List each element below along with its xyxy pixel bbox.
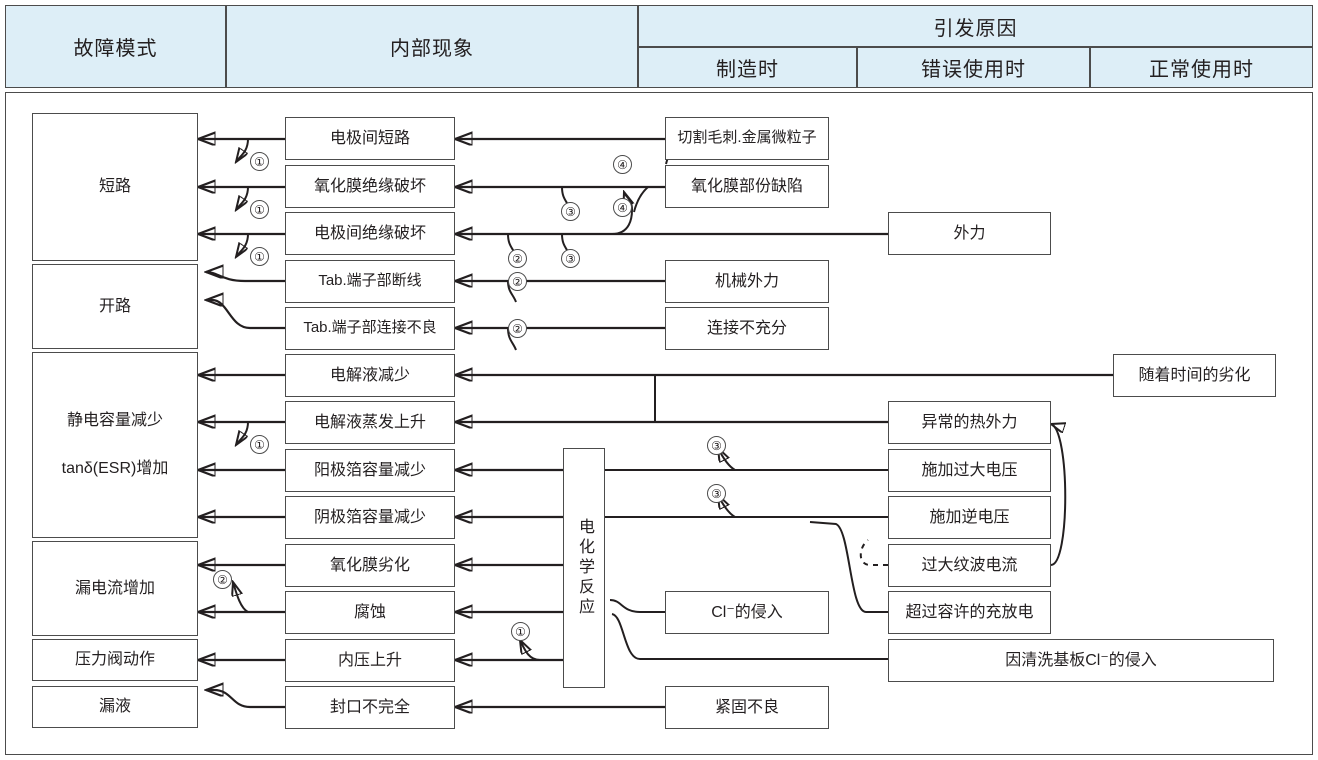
internal-box-electrode-short[interactable]: 电极间短路 xyxy=(285,117,455,160)
header-sub-misuse: 错误使用时 xyxy=(857,47,1090,88)
cause-box-insufficient-connection[interactable]: 连接不充分 xyxy=(665,307,829,350)
marker-3-oxide-insulation: ③ xyxy=(561,202,580,221)
internal-box-internal-pressure-rise[interactable]: 内压上升 xyxy=(285,639,455,682)
internal-box-interelectrode-insulation-breakdown[interactable]: 电极间绝缘破坏 xyxy=(285,212,455,255)
marker-4-oxide-defect: ④ xyxy=(613,198,632,217)
cause-box-overvoltage-applied[interactable]: 施加过大电压 xyxy=(888,449,1051,492)
internal-box-anode-foil-capacity-drop[interactable]: 阳极箔容量减少 xyxy=(285,449,455,492)
internal-box-corrosion[interactable]: 腐蚀 xyxy=(285,591,455,634)
fault-mode-box-liquid-leak[interactable]: 漏液 xyxy=(32,686,198,728)
marker-4-cutting-burr: ④ xyxy=(613,155,632,174)
marker-3-overvoltage: ③ xyxy=(707,436,726,455)
internal-box-electrolyte-evaporation[interactable]: 电解液蒸发上升 xyxy=(285,401,455,444)
fault-mode-box-capacitance-drop[interactable]: 静电容量减少 tanδ(ESR)增加 xyxy=(32,352,198,538)
marker-2-tab-connection: ② xyxy=(508,319,527,338)
cause-box-abnormal-thermal-force[interactable]: 异常的热外力 xyxy=(888,401,1051,444)
marker-1-electrolyte-evaporation: ① xyxy=(250,435,269,454)
internal-box-oxide-insulation-breakdown[interactable]: 氧化膜绝缘破坏 xyxy=(285,165,455,208)
header-causes: 引发原因 xyxy=(638,5,1313,47)
cause-box-board-cleaning-chloride-ingress[interactable]: 因清洗基板Cl⁻的侵入 xyxy=(888,639,1274,682)
marker-1-internal-pressure: ① xyxy=(511,622,530,641)
cause-box-chloride-ingress[interactable]: Cl⁻的侵入 xyxy=(665,591,829,634)
marker-1-oxide-insulation: ① xyxy=(250,200,269,219)
header-internal-phenomena: 内部现象 xyxy=(226,5,638,88)
cause-box-poor-fastening[interactable]: 紧固不良 xyxy=(665,686,829,729)
marker-2-interelectrode: ② xyxy=(508,249,527,268)
cause-box-excessive-ripple-current[interactable]: 过大纹波电流 xyxy=(888,544,1051,587)
fault-mode-box-leakage-current[interactable]: 漏电流增加 xyxy=(32,541,198,636)
cause-box-mechanical-force[interactable]: 机械外力 xyxy=(665,260,829,303)
cause-box-reverse-voltage-applied[interactable]: 施加逆电压 xyxy=(888,496,1051,539)
cause-box-over-charge-discharge[interactable]: 超过容许的充放电 xyxy=(888,591,1051,634)
fault-mode-box-short[interactable]: 短路 xyxy=(32,113,198,261)
internal-box-oxide-degradation[interactable]: 氧化膜劣化 xyxy=(285,544,455,587)
marker-1-interelectrode-insulation: ① xyxy=(250,247,269,266)
marker-2-tab-break: ② xyxy=(508,272,527,291)
header-fault-mode: 故障模式 xyxy=(5,5,226,88)
internal-box-cathode-foil-capacity-drop[interactable]: 阴极箔容量减少 xyxy=(285,496,455,539)
mid-node-electrochemical-reaction[interactable]: 电化学反应 xyxy=(563,448,605,688)
marker-2-leakage-current: ② xyxy=(213,570,232,589)
cause-box-cutting-burr-metal-particles[interactable]: 切割毛刺.金属微粒子 xyxy=(665,117,829,160)
header-sub-manufacturing: 制造时 xyxy=(638,47,857,88)
marker-1-electrode-short: ① xyxy=(250,152,269,171)
marker-3-reverse-voltage: ③ xyxy=(707,484,726,503)
internal-box-tab-terminal-bad-connection[interactable]: Tab.端子部连接不良 xyxy=(285,307,455,350)
internal-box-tab-terminal-break[interactable]: Tab.端子部断线 xyxy=(285,260,455,303)
marker-3-interelectrode: ③ xyxy=(561,249,580,268)
fault-mode-box-pressure-valve[interactable]: 压力阀动作 xyxy=(32,639,198,681)
fault-mode-box-open[interactable]: 开路 xyxy=(32,264,198,349)
cause-box-aging-over-time[interactable]: 随着时间的劣化 xyxy=(1113,354,1276,397)
internal-box-incomplete-seal[interactable]: 封口不完全 xyxy=(285,686,455,729)
cause-box-oxide-partial-defect[interactable]: 氧化膜部份缺陷 xyxy=(665,165,829,208)
header-sub-normal: 正常使用时 xyxy=(1090,47,1313,88)
cause-box-external-force[interactable]: 外力 xyxy=(888,212,1051,255)
internal-box-electrolyte-decrease[interactable]: 电解液减少 xyxy=(285,354,455,397)
